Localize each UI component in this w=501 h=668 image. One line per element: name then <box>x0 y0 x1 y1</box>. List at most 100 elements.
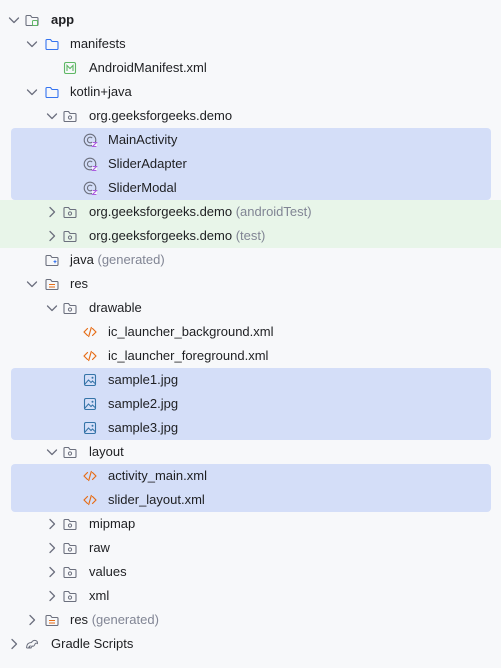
package-icon <box>62 540 78 556</box>
chevron-right-icon[interactable] <box>44 200 60 224</box>
tree-row[interactable]: raw <box>0 536 501 560</box>
chevron-down-icon[interactable] <box>44 440 60 464</box>
chevron-down-icon[interactable] <box>24 32 40 56</box>
tree-item-label: MainActivity <box>108 128 177 152</box>
tree-item-name: ic_launcher_foreground.xml <box>108 348 269 363</box>
manifest-file-icon <box>62 60 78 76</box>
tree-item-name: SliderModal <box>108 180 177 195</box>
chevron-right-icon[interactable] <box>44 536 60 560</box>
tree-item-name: res <box>70 612 89 627</box>
selection-highlight <box>11 128 491 152</box>
tree-item-name: org.geeksforgeeks.demo <box>89 228 233 243</box>
tree-row[interactable]: MainActivity <box>0 128 501 152</box>
chevron-down-icon[interactable] <box>24 80 40 104</box>
gradle-icon <box>24 636 40 652</box>
selection-highlight <box>11 152 491 176</box>
package-icon <box>62 228 78 244</box>
tree-row[interactable]: manifests <box>0 32 501 56</box>
tree-item-name: layout <box>89 444 124 459</box>
tree-row[interactable]: activity_main.xml <box>0 464 501 488</box>
tree-item-label: mipmap <box>89 512 135 536</box>
tree-item-label: org.geeksforgeeks.demo <box>89 104 232 128</box>
tree-item-name: res <box>70 276 89 291</box>
chevron-right-icon[interactable] <box>44 560 60 584</box>
tree-item-label: SliderAdapter <box>108 152 187 176</box>
tree-row[interactable]: org.geeksforgeeks.demo (test) <box>0 224 501 248</box>
chevron-right-icon[interactable] <box>44 512 60 536</box>
package-icon <box>62 588 78 604</box>
folder-icon <box>44 84 60 100</box>
tree-row[interactable]: res (generated) <box>0 608 501 632</box>
chevron-down-icon[interactable] <box>24 272 40 296</box>
tree-row[interactable]: mipmap <box>0 512 501 536</box>
image-file-icon <box>82 396 98 412</box>
tree-item-name: values <box>89 564 127 579</box>
tree-item-label: drawable <box>89 296 142 320</box>
chevron-right-icon[interactable] <box>44 224 60 248</box>
tree-row[interactable]: java (generated) <box>0 248 501 272</box>
package-icon <box>62 564 78 580</box>
tree-row[interactable]: app <box>0 8 501 32</box>
tree-row[interactable]: AndroidManifest.xml <box>0 56 501 80</box>
tree-row[interactable]: slider_layout.xml <box>0 488 501 512</box>
xml-file-icon <box>82 348 98 364</box>
tree-row[interactable]: Gradle Scripts <box>0 632 501 656</box>
tree-row[interactable]: layout <box>0 440 501 464</box>
tree-item-name: java <box>70 252 94 267</box>
tree-row[interactable]: SliderAdapter <box>0 152 501 176</box>
kotlin-class-icon <box>82 132 98 148</box>
kotlin-class-icon <box>82 156 98 172</box>
tree-row[interactable]: values <box>0 560 501 584</box>
tree-item-name: mipmap <box>89 516 136 531</box>
tree-row[interactable]: SliderModal <box>0 176 501 200</box>
tree-item-label: manifests <box>70 32 126 56</box>
selection-highlight <box>11 392 491 416</box>
chevron-right-icon[interactable] <box>6 632 22 656</box>
tree-row[interactable]: ic_launcher_foreground.xml <box>0 344 501 368</box>
tree-row[interactable]: xml <box>0 584 501 608</box>
tree-item-label: org.geeksforgeeks.demo (androidTest) <box>89 200 312 224</box>
chevron-down-icon[interactable] <box>44 104 60 128</box>
xml-file-icon <box>82 324 98 340</box>
tree-item-label: slider_layout.xml <box>108 488 205 512</box>
tree-item-name: SliderAdapter <box>108 156 187 171</box>
tree-item-name: MainActivity <box>108 132 178 147</box>
chevron-right-icon[interactable] <box>24 608 40 632</box>
tree-item-name: sample3.jpg <box>108 420 179 435</box>
tree-row[interactable]: res <box>0 272 501 296</box>
tree-row[interactable]: sample3.jpg <box>0 416 501 440</box>
tree-item-label: xml <box>89 584 109 608</box>
module-folder-icon <box>24 12 40 28</box>
tree-item-label: AndroidManifest.xml <box>89 56 207 80</box>
tree-item-hint: (generated) <box>91 612 159 627</box>
chevron-down-icon[interactable] <box>6 8 22 32</box>
tree-item-hint: (androidTest) <box>235 204 312 219</box>
selection-highlight <box>11 464 491 488</box>
chevron-down-icon[interactable] <box>44 296 60 320</box>
test-source-highlight <box>0 224 501 248</box>
tree-item-label: res <box>70 272 88 296</box>
tree-row[interactable]: kotlin+java <box>0 80 501 104</box>
tree-item-label: values <box>89 560 127 584</box>
tree-row[interactable]: ic_launcher_background.xml <box>0 320 501 344</box>
tree-item-name: org.geeksforgeeks.demo <box>89 108 233 123</box>
tree-row[interactable]: org.geeksforgeeks.demo <box>0 104 501 128</box>
tree-item-label: activity_main.xml <box>108 464 207 488</box>
tree-item-name: Gradle Scripts <box>51 636 134 651</box>
chevron-right-icon[interactable] <box>44 584 60 608</box>
tree-row[interactable]: sample2.jpg <box>0 392 501 416</box>
tree-item-name: sample2.jpg <box>108 396 179 411</box>
xml-file-icon <box>82 468 98 484</box>
tree-item-hint: (test) <box>235 228 266 243</box>
tree-item-label: res (generated) <box>70 608 159 632</box>
tree-row[interactable]: sample1.jpg <box>0 368 501 392</box>
tree-item-label: ic_launcher_background.xml <box>108 320 273 344</box>
resources-folder-icon <box>44 276 60 292</box>
tree-item-name: kotlin+java <box>70 84 132 99</box>
tree-item-label: ic_launcher_foreground.xml <box>108 344 268 368</box>
tree-row[interactable]: org.geeksforgeeks.demo (androidTest) <box>0 200 501 224</box>
tree-item-name: manifests <box>70 36 126 51</box>
tree-item-label: app <box>51 8 74 32</box>
tree-row[interactable]: drawable <box>0 296 501 320</box>
